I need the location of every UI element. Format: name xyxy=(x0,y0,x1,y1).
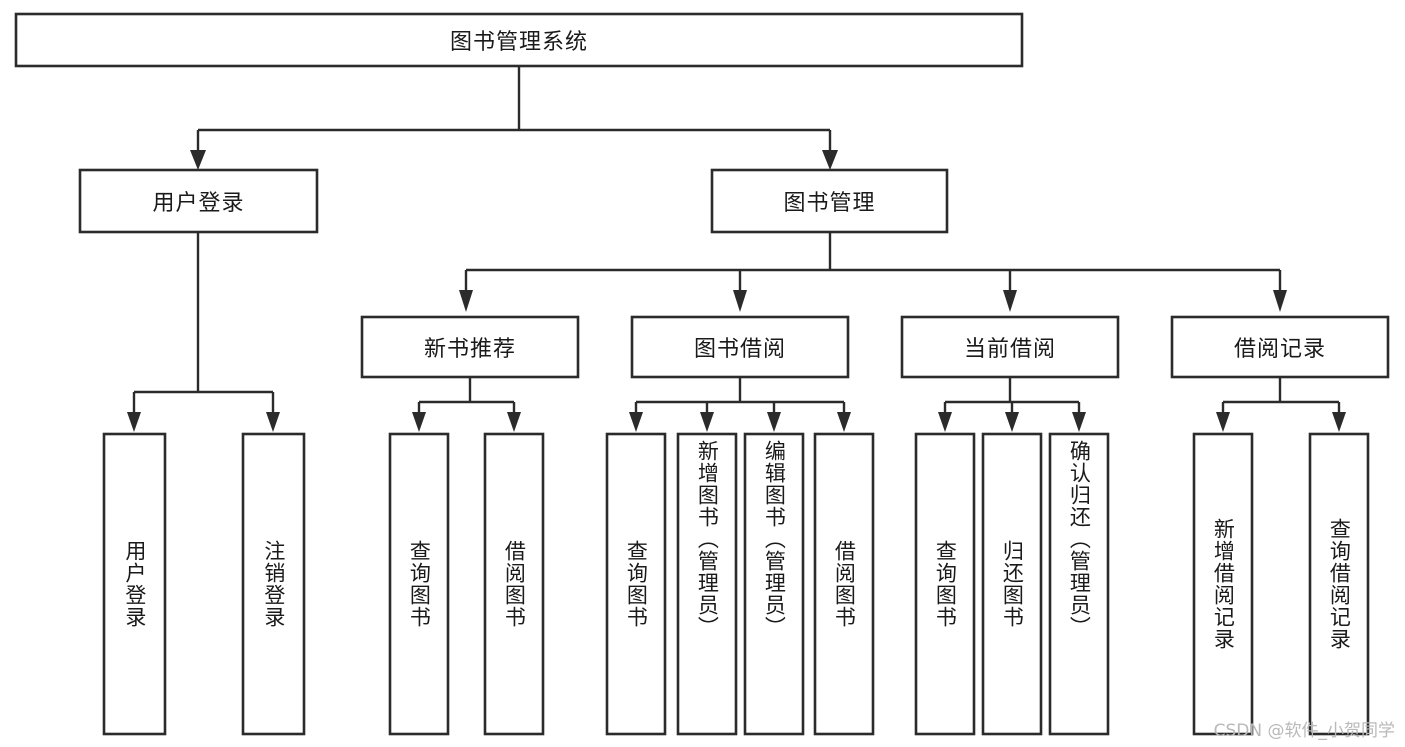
arrow-to-leaf-query-book-1 xyxy=(412,412,426,432)
node-box-leaf-logout[interactable] xyxy=(241,432,306,736)
node-box-leaf-query-book-3[interactable] xyxy=(914,432,976,736)
arrow-to-leaf-query-book-3 xyxy=(938,412,952,432)
arrow-to-leaf-query-record xyxy=(1332,412,1346,432)
arrow-to-leaf-logout xyxy=(266,412,280,432)
node-box-leaf-add-book[interactable] xyxy=(676,432,738,736)
node-box-leaf-borrow-book-2[interactable] xyxy=(813,432,875,736)
arrow-to-leaf-confirm-return xyxy=(1072,412,1086,432)
arrow-to-record xyxy=(1273,290,1287,312)
node-box-leaf-query-book-2[interactable] xyxy=(605,432,667,736)
arrow-to-leaf-edit-book xyxy=(767,412,781,432)
arrow-to-leaf-query-book-2 xyxy=(629,412,643,432)
arrow-to-leaf-user-login xyxy=(127,412,141,432)
node-box-book-mgmt[interactable] xyxy=(710,168,949,234)
arrow-to-leaf-return-book xyxy=(1005,412,1019,432)
box-layer xyxy=(14,12,1390,736)
arrow-to-leaf-borrow-book-2 xyxy=(837,412,851,432)
node-box-leaf-query-record[interactable] xyxy=(1308,432,1370,736)
node-box-leaf-return-book[interactable] xyxy=(981,432,1043,736)
arrow-to-leaf-borrow-book-1 xyxy=(507,412,521,432)
node-box-root[interactable] xyxy=(14,12,1024,68)
node-box-new-book[interactable] xyxy=(360,315,580,379)
node-box-leaf-borrow-book-1[interactable] xyxy=(483,432,545,736)
arrow-to-current xyxy=(1003,290,1017,312)
node-box-leaf-confirm-return[interactable] xyxy=(1048,432,1110,736)
arrow-to-new-book xyxy=(459,290,473,312)
arrow-to-user-login xyxy=(190,150,206,170)
node-box-record[interactable] xyxy=(1170,315,1390,379)
node-box-leaf-add-record[interactable] xyxy=(1192,432,1254,736)
arrow-to-leaf-add-book xyxy=(700,412,714,432)
node-box-leaf-query-book-1[interactable] xyxy=(388,432,450,736)
node-box-leaf-edit-book[interactable] xyxy=(743,432,805,736)
node-box-leaf-user-login[interactable] xyxy=(102,432,167,736)
node-box-borrow[interactable] xyxy=(630,315,850,379)
arrow-to-borrow xyxy=(733,290,747,312)
node-box-current[interactable] xyxy=(900,315,1120,379)
arrow-to-leaf-add-record xyxy=(1216,412,1230,432)
node-box-user-login[interactable] xyxy=(78,168,319,234)
connector-layer xyxy=(127,66,1346,432)
arrow-to-book-mgmt xyxy=(822,150,838,170)
